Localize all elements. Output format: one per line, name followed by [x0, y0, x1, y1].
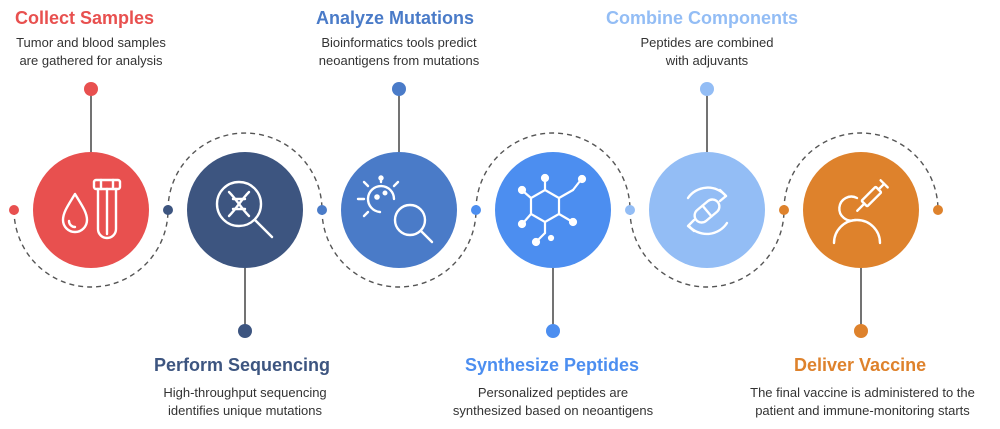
- step-desc-analyze-mutations: Bioinformatics tools predict neoantigens…: [318, 35, 480, 68]
- step-circle-6: [803, 152, 919, 268]
- step-title-synthesize-peptides: Synthesize Peptides: [465, 355, 640, 375]
- junction-dot: [779, 205, 789, 215]
- step-desc-collect-samples: Tumor and blood samples are gathered for…: [16, 35, 166, 68]
- junction-dot: [933, 205, 943, 215]
- step-title-combine-components: Combine Components: [606, 8, 798, 28]
- stem-dot-5: [700, 82, 714, 96]
- arc-bottom-5: [629, 209, 785, 288]
- stem-dot-3: [392, 82, 406, 96]
- step-title-collect-samples: Collect Samples: [15, 8, 155, 28]
- stems: [90, 89, 862, 331]
- step-desc-deliver-vaccine: The final vaccine is administered to the…: [750, 385, 975, 418]
- junction-dot: [625, 205, 635, 215]
- connector-path: [13, 132, 939, 288]
- arc-top-4: [475, 132, 631, 211]
- vaccine-patient-icon: [832, 179, 889, 245]
- junction-dot: [317, 205, 327, 215]
- step-title-analyze-mutations: Analyze Mutations: [316, 8, 475, 28]
- step-desc-perform-sequencing: High-throughput sequencing identifies un…: [163, 385, 327, 418]
- blood-sample-icon: [61, 178, 122, 240]
- virus-magnifier-icon: [356, 175, 434, 244]
- arc-top-6: [783, 132, 939, 211]
- stem-dot-6: [854, 324, 868, 338]
- pill-cycle-icon: [686, 186, 729, 236]
- step-desc-combine-components: Peptides are combined with adjuvants: [640, 35, 774, 68]
- step-circle-4: [495, 152, 611, 268]
- step-title-deliver-vaccine: Deliver Vaccine: [794, 355, 927, 375]
- junction-dot: [9, 205, 19, 215]
- step-desc-synthesize-peptides: Personalized peptides are synthesized ba…: [452, 385, 654, 418]
- junction-dot: [163, 205, 173, 215]
- stem-dot-2: [238, 324, 252, 338]
- stem-dot-4: [546, 324, 560, 338]
- molecule-icon: [517, 173, 587, 247]
- arc-bottom-3: [321, 209, 477, 288]
- arc-top-2: [167, 132, 323, 211]
- step-title-perform-sequencing: Perform Sequencing: [154, 355, 331, 375]
- stem-dot-1: [84, 82, 98, 96]
- dna-magnifier-icon: [215, 180, 274, 239]
- junction-dot: [471, 205, 481, 215]
- arc-bottom-1: [13, 209, 169, 288]
- step-circle-1: [33, 152, 149, 268]
